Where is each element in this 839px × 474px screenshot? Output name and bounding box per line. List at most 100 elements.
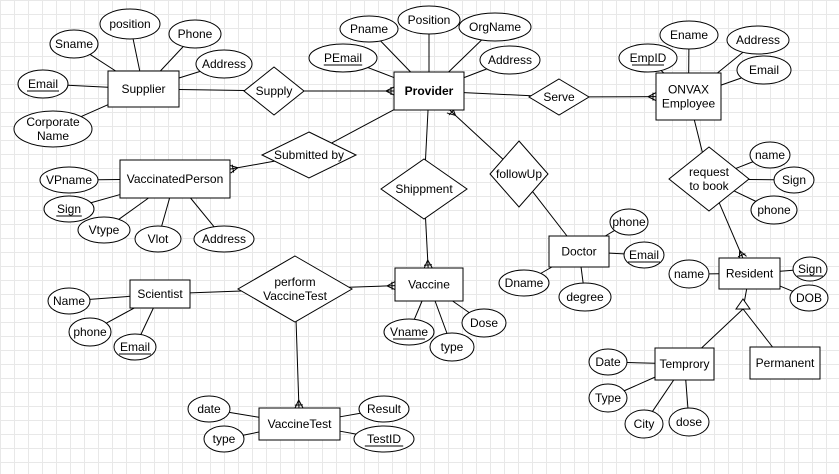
attribute-req-phone[interactable]: phone [750,195,798,225]
attribute-vp-vtype[interactable]: Vtype [77,216,131,244]
entity-supplier[interactable]: Supplier [107,70,180,108]
connector-vt-type-to-vaccinetest [243,431,260,436]
entity-doctor[interactable]: Doctor [548,235,610,268]
connector-sup-email-to-supplier [67,84,109,88]
connector-req-phone-to-request [733,190,757,202]
entity-vaccinetest[interactable]: VaccineTest [258,407,341,441]
connector-line [339,430,357,435]
attribute-prov-position[interactable]: Position [397,5,461,35]
attribute-vt-type-label: type [213,432,236,446]
connector-sup-address-to-supplier [178,70,201,79]
attribute-req-phone-label: phone [757,203,791,217]
attribute-vp-address[interactable]: Address [193,225,255,253]
crowfoot-many-marker [386,281,396,291]
attribute-vt-testid-label: TestID [367,432,401,446]
connector-line [190,197,215,228]
attribute-tmp-dose[interactable]: dose [668,407,710,437]
attribute-sup-sname-label: Sname [55,37,93,51]
connector-line [717,51,744,74]
entity-permanent-label: Permanent [756,356,815,370]
relationship-serve[interactable]: Serve [528,78,590,116]
attribute-doc-email[interactable]: Email [623,241,665,269]
attribute-vac-vname[interactable]: Vname [383,318,435,346]
attribute-onv-empid[interactable]: EmpID [618,43,678,73]
entity-permanent[interactable]: Permanent [749,346,821,380]
entity-provider[interactable]: Provider [393,71,465,111]
relationship-request-to-book-diamond [668,146,750,212]
crowfoot-many-marker [647,92,657,102]
entity-temprory[interactable]: Temprory [654,347,715,381]
attribute-vt-type[interactable]: type [203,425,245,453]
connector-lines [67,34,794,436]
attribute-res-dob[interactable]: DOB [789,284,829,312]
entity-provider-label: Provider [405,84,454,98]
attribute-doc-degree[interactable]: degree [558,282,612,312]
entity-doctor-label: Doctor [561,245,596,259]
attribute-onv-email[interactable]: Email [736,55,792,85]
attribute-onv-email-label: Email [749,63,779,77]
attribute-res-sign[interactable]: Sign [792,256,828,282]
entity-scientist[interactable]: Scientist [129,279,191,309]
attribute-vp-vlot[interactable]: Vlot [134,225,182,253]
attribute-sci-email-label: Email [120,340,150,354]
attribute-doc-dname-ellipse [498,269,550,297]
attribute-doc-dname[interactable]: Dname [498,269,550,297]
attribute-prov-address[interactable]: Address [479,45,541,75]
entity-onvax-employee-label-line: ONVAX [668,83,709,97]
relationship-submitted-by[interactable]: Submitted by [260,131,358,179]
entity-resident[interactable]: Resident [718,257,781,290]
attribute-sci-phone[interactable]: phone [68,317,112,347]
attribute-vt-date[interactable]: date [187,395,231,423]
connector-line [89,53,116,72]
attribute-vp-sign[interactable]: Sign [43,195,95,223]
entity-vaccine[interactable]: Vaccine [394,267,464,302]
connector-prov-orgname-to-provider [448,39,482,73]
attribute-vt-testid[interactable]: TestID [353,425,415,453]
attribute-sci-email[interactable]: Email [113,333,157,361]
attribute-sup-phone[interactable]: Phone [168,19,222,49]
relationship-supply[interactable]: Supply [243,66,305,116]
relationship-shippment-diamond [380,158,468,220]
attribute-tmp-city[interactable]: City [624,409,664,439]
crowfoot-many-marker [294,399,304,409]
attribute-req-sign[interactable]: Sign [773,166,815,194]
attribute-sup-email[interactable]: Email [17,69,69,99]
connector-perform-to-vaccinetest [294,321,304,409]
attribute-tmp-type[interactable]: Type [588,383,628,413]
attribute-req-name-ellipse [749,141,791,169]
attribute-req-name[interactable]: name [749,141,791,169]
entity-vaccinatedperson[interactable]: VaccinatedPerson [119,159,231,199]
attribute-vt-result[interactable]: Result [358,395,410,423]
attribute-sup-address[interactable]: Address [195,49,253,79]
attribute-prov-pname[interactable]: Pname [339,15,399,43]
attribute-tmp-date[interactable]: Date [588,348,628,376]
attribute-sci-name[interactable]: Name [47,287,91,315]
attribute-vac-dose[interactable]: Dose [461,308,507,338]
attribute-onv-address[interactable]: Address [726,25,790,55]
attribute-sup-sname[interactable]: Sname [49,29,99,59]
attribute-res-dob-label: DOB [796,291,822,305]
attribute-sup-position[interactable]: position [99,8,161,40]
connector-line [106,307,135,324]
connector-serve-to-onvax [588,92,657,102]
relationship-shippment[interactable]: Shippment [380,158,468,220]
attribute-onv-ename[interactable]: Ename [659,20,719,50]
attribute-prov-pemail[interactable]: PEmail [308,43,378,73]
attribute-onv-address-label: Address [736,33,780,47]
attribute-vp-vpname[interactable]: VPname [39,166,99,194]
attribute-prov-orgname[interactable]: OrgName [458,12,532,42]
connector-sup-corp-to-supplier [80,104,109,118]
attribute-onv-empid-label: EmpID [630,51,667,65]
attribute-vac-type[interactable]: type [429,332,475,362]
attribute-res-name[interactable]: name [668,259,710,289]
attribute-doc-phone[interactable]: phone [609,208,649,236]
attribute-res-dob-ellipse [789,284,829,312]
relationship-followup[interactable]: followUp [489,140,549,208]
connector-vt-date-to-vaccinetest [229,411,260,418]
connector-vac-vname-to-vaccine [413,300,423,320]
